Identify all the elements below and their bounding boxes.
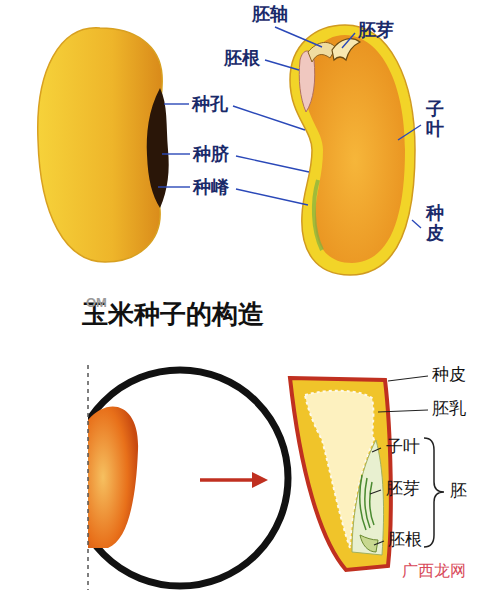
watermark: 广西龙网 — [402, 562, 466, 580]
corn-section — [290, 378, 391, 570]
part-label: 子叶 — [426, 100, 444, 140]
plumule — [332, 39, 360, 60]
cut-line — [87, 365, 89, 590]
part-label: 子叶 — [386, 437, 420, 457]
part-label: 种孔 — [192, 94, 228, 115]
part-label: 种脐 — [193, 144, 229, 165]
kernel-embryo — [88, 407, 138, 548]
part-label: 胚芽 — [386, 479, 420, 499]
part-label: 种嵴 — [193, 177, 229, 198]
radicle — [360, 535, 378, 552]
part-label: 胚根 — [388, 530, 422, 550]
brace — [424, 438, 444, 547]
part-label: 胚轴 — [252, 4, 288, 25]
hilum — [147, 88, 169, 208]
kernel-outline — [88, 370, 288, 586]
scutellum — [352, 440, 384, 555]
embryo-lines — [360, 475, 374, 530]
hypocotyl — [308, 42, 336, 62]
section-title: 玉米种子的构造 — [82, 300, 264, 330]
cotyledon — [305, 35, 405, 263]
bean-section — [290, 25, 415, 275]
part-label: 胚乳 — [432, 399, 466, 419]
seed-coat-edge — [314, 180, 322, 250]
part-label: 胚 — [450, 481, 467, 501]
watermark: OM — [86, 296, 107, 311]
arrow-head — [252, 472, 268, 488]
arrow — [200, 478, 255, 482]
part-label: 种皮 — [432, 365, 466, 385]
part-label: 种皮 — [426, 204, 444, 244]
part-label: 胚根 — [224, 48, 260, 69]
part-label: 胚芽 — [358, 20, 394, 41]
leader-lines — [370, 376, 428, 545]
bean-exterior — [38, 28, 162, 262]
leader-lines — [158, 27, 421, 228]
